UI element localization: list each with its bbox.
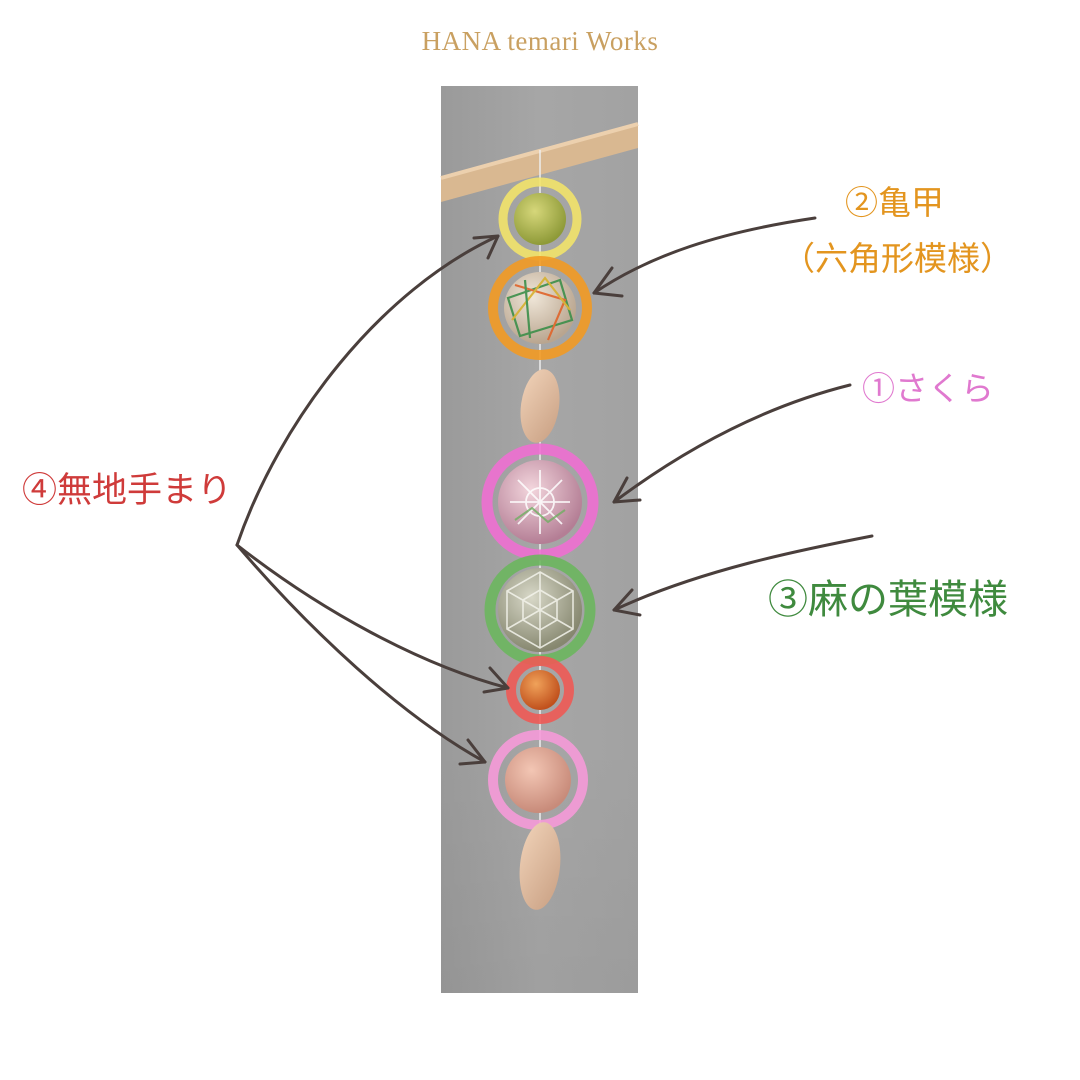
arrow-kikko: [592, 216, 817, 295]
ring-orange: [488, 256, 592, 360]
arrow-muji-red: [235, 543, 510, 690]
arrow-sakura: [612, 383, 852, 504]
temari-ball-peach: [505, 747, 571, 813]
wooden-disc-lower: [519, 822, 561, 910]
arrow-sakura-head: [612, 476, 642, 504]
label-muji: ④無地手まり: [22, 471, 233, 511]
wooden-disc-upper: [520, 369, 560, 443]
brand-title: HANA temari Works: [421, 26, 659, 56]
temari-ball-yellow: [514, 193, 566, 245]
ring-red: [506, 656, 574, 724]
temari-ball-red: [520, 670, 560, 710]
arrow-kikko-head: [592, 266, 624, 298]
arrow-muji-peach: [235, 543, 487, 764]
arrow-muji-red-head: [482, 666, 510, 694]
temari-ball-kikko: [504, 272, 576, 344]
arrow-muji-peach-head: [458, 738, 487, 766]
label-kikko: ②亀甲: [845, 183, 944, 222]
arrow-muji-yellow-head: [472, 234, 500, 260]
arrow-asanoha: [612, 534, 874, 612]
arrow-muji-yellow: [235, 234, 500, 547]
label-asanoha: ③麻の葉模様: [768, 577, 1008, 623]
label-sakura: ①さくら: [862, 369, 994, 408]
label-kikko-subtitle: （六角形模様）: [782, 239, 1013, 278]
arrow-asanoha-head: [612, 588, 642, 617]
